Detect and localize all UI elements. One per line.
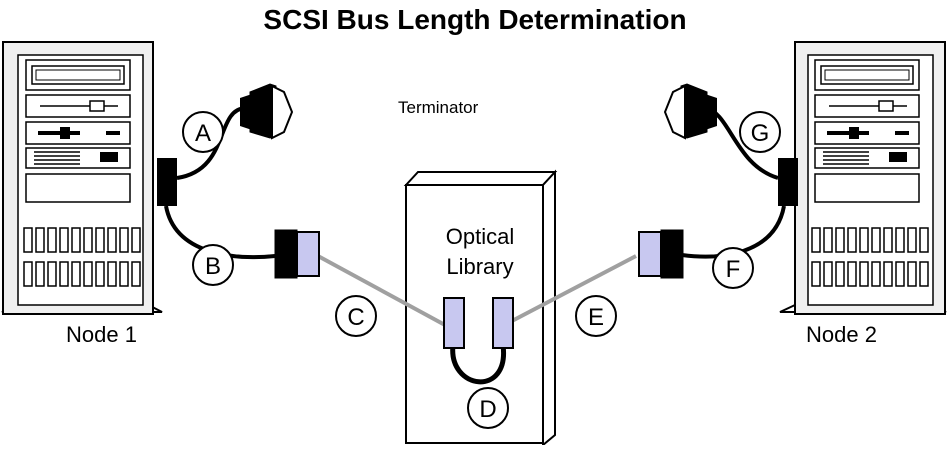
left-terminator xyxy=(240,83,294,140)
label-e: E xyxy=(575,295,617,337)
cable-c xyxy=(317,254,446,327)
label-a-text: A xyxy=(195,120,211,147)
node1-label: Node 1 xyxy=(66,322,137,347)
terminator-label: Terminator xyxy=(398,98,479,117)
diagram-title: SCSI Bus Length Determination xyxy=(263,4,687,35)
label-g-text: G xyxy=(751,120,770,147)
left-cable-connector xyxy=(274,229,320,279)
node2-label: Node 2 xyxy=(806,322,877,347)
node2-server xyxy=(778,41,947,315)
library-ports xyxy=(443,297,514,349)
label-d-text: D xyxy=(479,396,496,423)
label-d: D xyxy=(467,387,509,429)
label-b: B xyxy=(192,244,234,286)
right-cable-connector xyxy=(638,229,684,279)
cable-d xyxy=(450,344,506,385)
label-f-text: F xyxy=(726,256,741,283)
right-terminator xyxy=(663,83,717,140)
label-e-text: E xyxy=(588,304,604,331)
library-label: Optical Library xyxy=(445,224,515,279)
cable-e xyxy=(509,254,637,324)
label-a: A xyxy=(182,111,224,153)
label-c-text: C xyxy=(347,304,364,331)
label-g: G xyxy=(739,111,781,153)
label-c: C xyxy=(335,295,377,337)
node1-server xyxy=(1,41,177,315)
label-b-text: B xyxy=(205,253,221,280)
label-f: F xyxy=(712,247,754,289)
